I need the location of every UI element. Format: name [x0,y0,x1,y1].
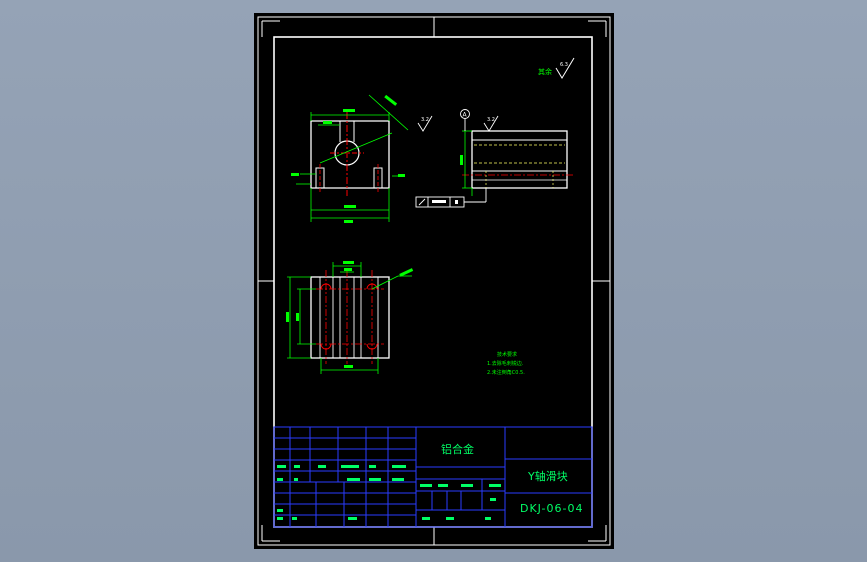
top-view-holes [320,283,378,350]
top-view-dim-text-5 [344,365,353,368]
front-view-slot [339,121,355,142]
top-view-dim-text-4 [296,313,299,321]
tech-req-title: 技术要求 [497,351,517,358]
side-view: A 3.2 [415,109,574,208]
front-view-dim-text-7 [384,94,398,106]
drawing-sheet [254,13,614,549]
side-view-dim-text [460,155,463,165]
fcf-datum-text [455,200,458,204]
roughness-main-value: 6.3 [560,62,568,68]
part-name-label: Y轴滑块 [527,469,568,483]
top-view-dimensions [287,262,412,374]
fcf-tolerance-text [432,200,446,203]
surface-note-label: 其余 [538,67,552,76]
material-label: 铝合金 [441,442,474,456]
datum-a-letter: A [463,112,468,119]
feature-control-frame [415,188,487,208]
roughness-note: 其余 6.3 [538,57,575,79]
title-block: 铝合金 Y轴滑块 DKJ-06-04 [273,426,593,528]
side-view-outline [471,130,568,189]
top-view-dim-text-6 [399,268,414,277]
front-view-dim-text-6 [398,174,405,177]
tech-req-line-1: 1.去除毛刺锐边. [487,360,524,367]
roughness-symbol-icon [555,57,575,79]
technical-requirements: 技术要求 1.去除毛刺锐边. 2.未注倒角C0.5. [487,351,525,376]
front-view-dim-text-2 [323,121,332,124]
top-view-dim-text-2 [344,268,352,271]
drawing-number-label: DKJ-06-04 [520,502,583,515]
front-view-dimensions [296,94,409,222]
top-view-dim-text-3 [286,312,289,322]
title-block-grid [273,426,593,528]
roughness-a-icon [417,115,433,132]
front-view-dim-text-1 [343,109,355,112]
side-view-dimensions [462,130,473,196]
tech-req-line-2: 2.未注倒角C0.5. [487,369,525,376]
top-view-outline [310,276,390,359]
front-view-dim-text-4 [344,220,353,223]
top-view-slot-lines [319,277,379,358]
front-view-dim-text-3 [344,205,356,208]
roughness-b-icon [483,115,499,132]
front-view-dim-text-5 [291,173,299,176]
title-block-small-labels [277,465,501,520]
top-view-dim-text-1 [343,261,354,264]
datum-a-bubble [460,109,470,119]
top-view [286,261,414,374]
roughness-b-value: 3.2 [487,117,495,123]
front-view: 3.2 [291,94,433,223]
roughness-a-value: 3.2 [421,117,429,123]
frame-ticks [258,17,610,545]
